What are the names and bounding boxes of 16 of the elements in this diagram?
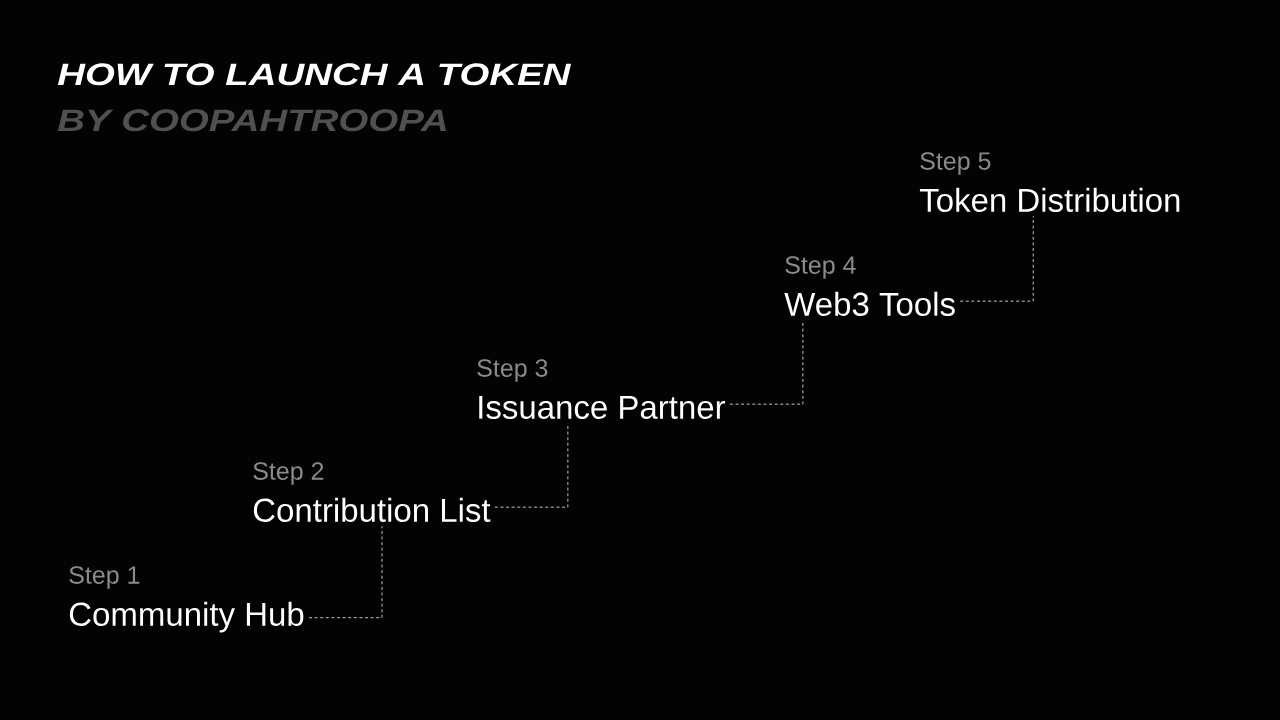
step-title: Web3 Tools (784, 291, 955, 316)
elbow-connector (729, 319, 804, 405)
title: HOW TO LAUNCH A TOKEN (57, 63, 572, 86)
step-label: Step 5 (920, 152, 991, 175)
elbow-connector (494, 422, 569, 508)
elbow-connector (959, 215, 1034, 302)
step-title: Issuance Partner (479, 395, 726, 419)
step-label: Step 1 (69, 566, 140, 589)
elbow-connector (308, 525, 383, 619)
step-title: Community Hub (69, 601, 304, 633)
step-title: Contribution List (253, 497, 491, 522)
step-title: Token Distribution (919, 187, 1180, 212)
step-label: Step 3 (477, 359, 548, 382)
step-label: Step 4 (785, 256, 856, 279)
subtitle: BY COOPAHTROOPA (57, 109, 446, 132)
step-label: Step 2 (253, 462, 324, 485)
